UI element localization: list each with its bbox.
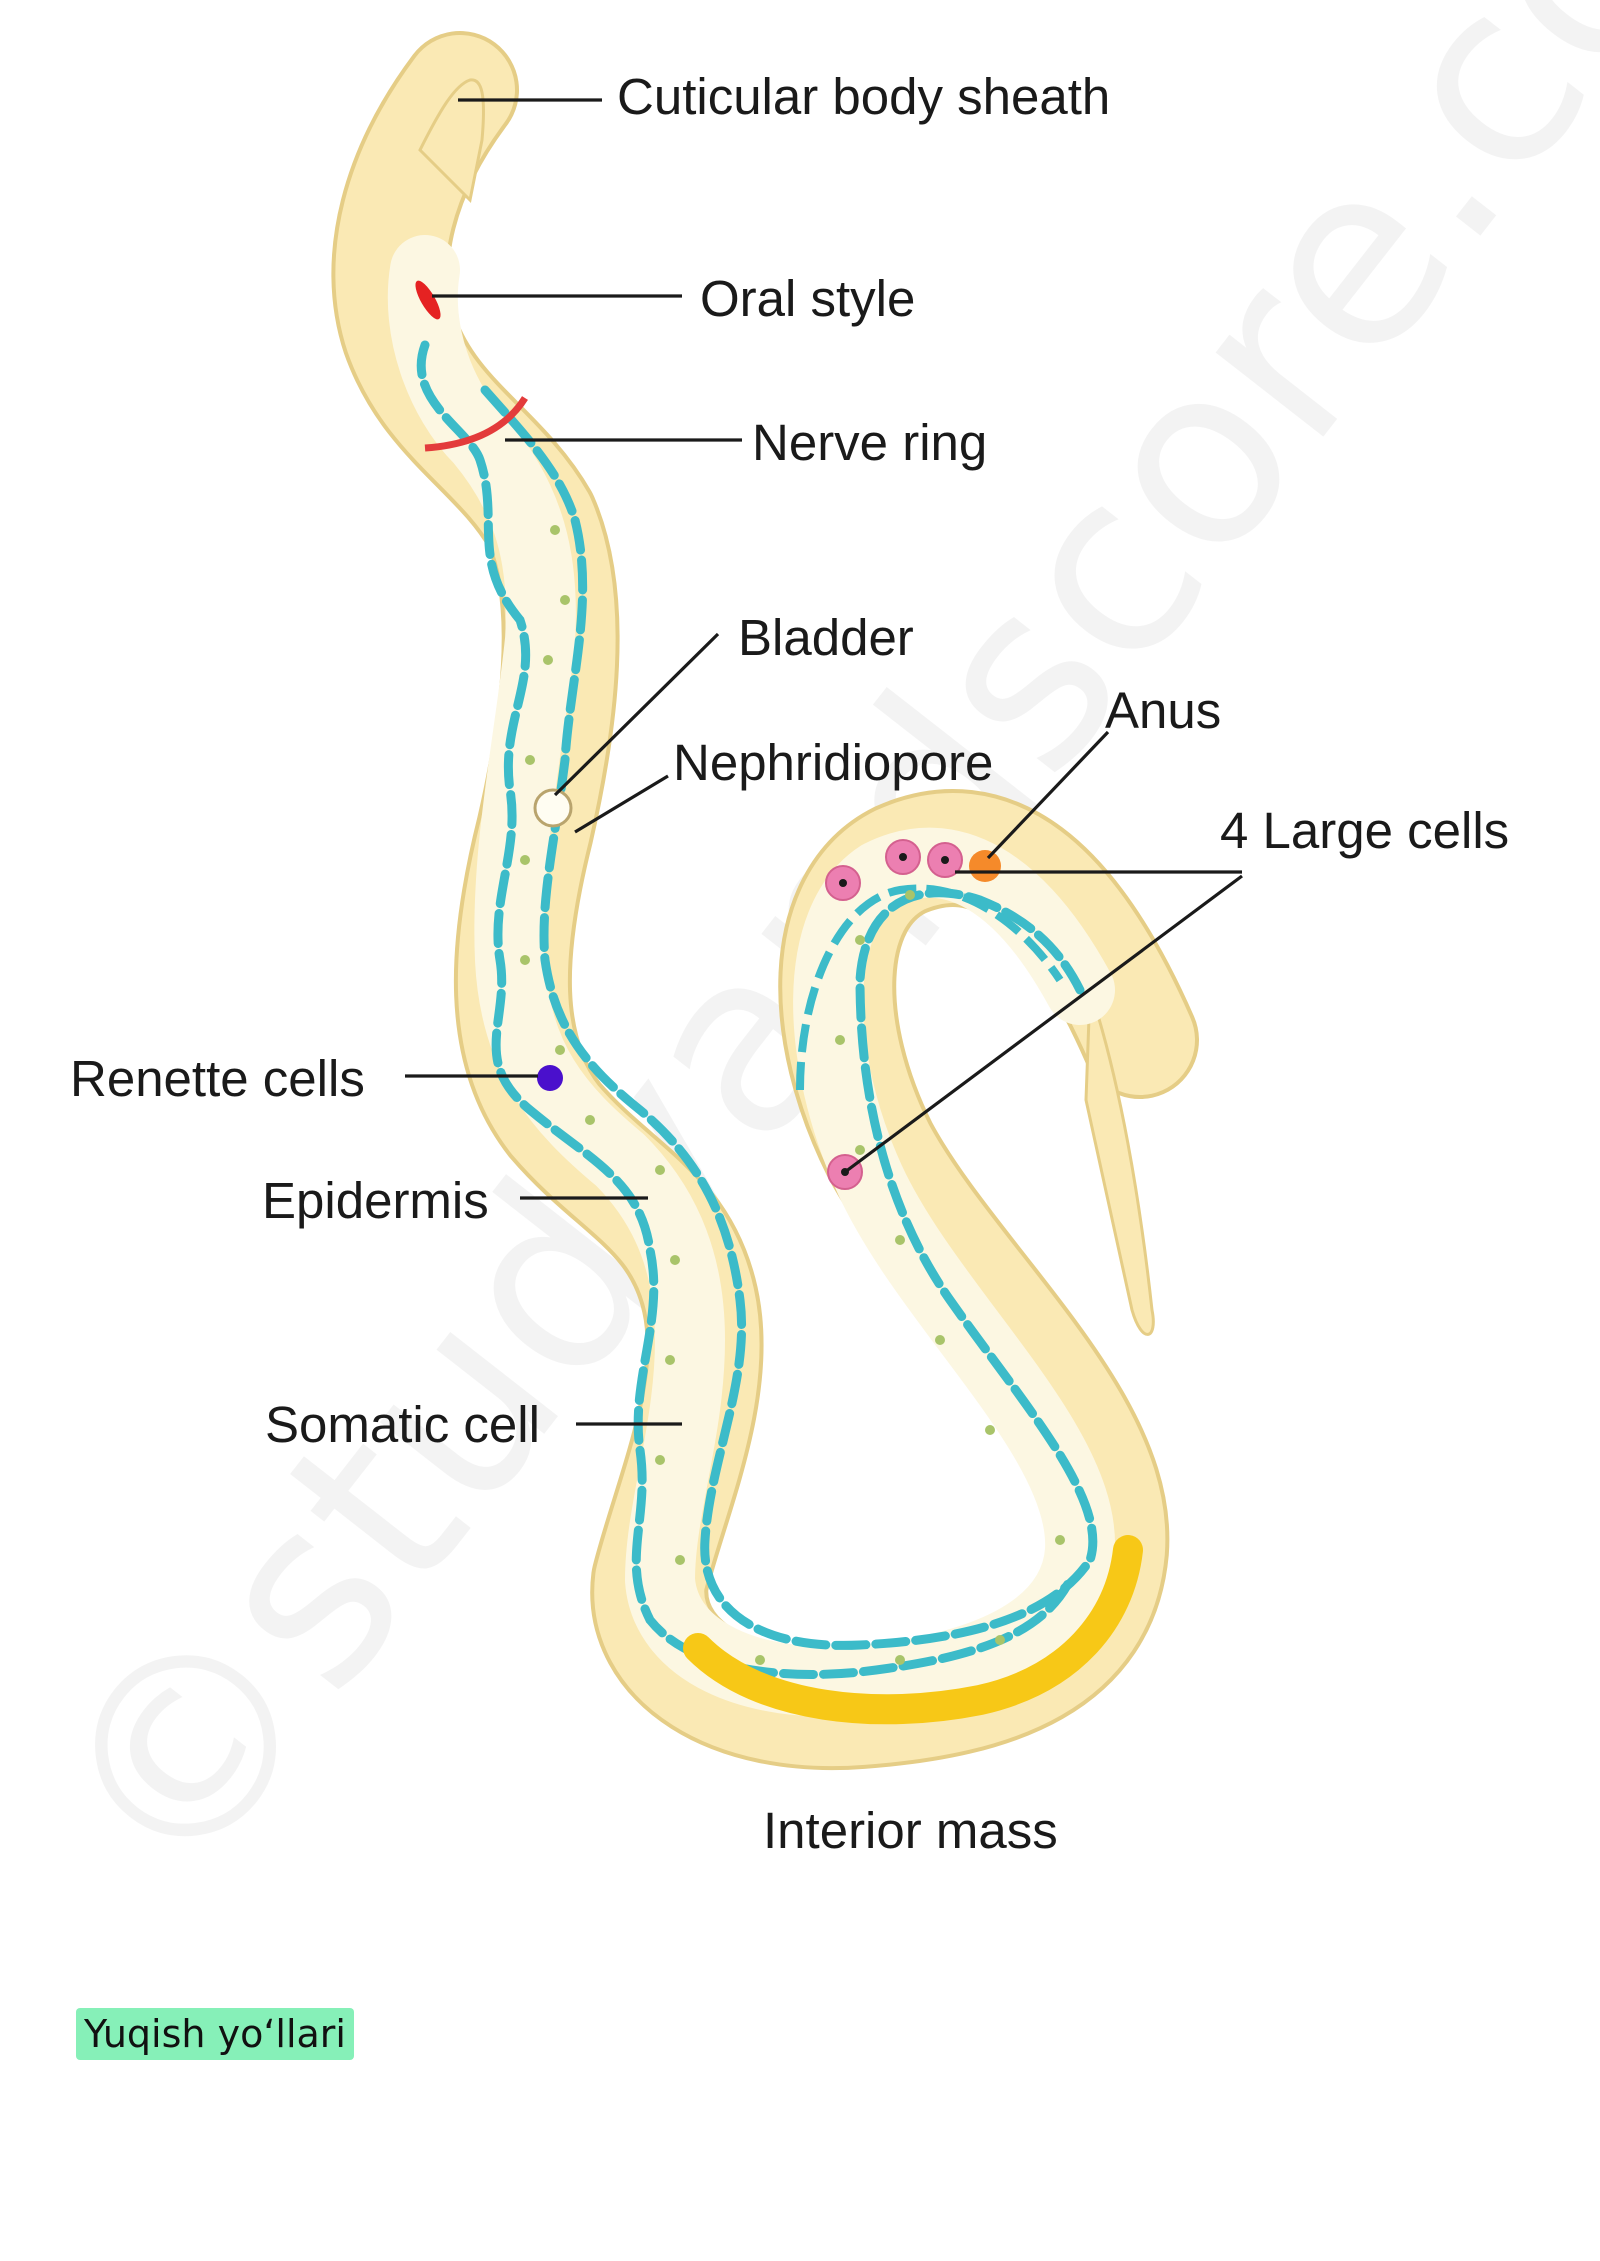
label-interior-mass: Interior mass xyxy=(763,1802,1058,1859)
caption-badge: Yuqish yo‘llari xyxy=(76,2008,354,2060)
label-renette-cells: Renette cells xyxy=(70,1050,365,1107)
anus xyxy=(969,850,1001,882)
worm-tail-tip xyxy=(1084,989,1155,1336)
label-cuticular-body-sheath: Cuticular body sheath xyxy=(617,68,1110,125)
interior-mass xyxy=(683,1535,1143,1725)
label-bladder: Bladder xyxy=(738,609,914,666)
label-somatic-cell: Somatic cell xyxy=(265,1396,540,1453)
worm-interior-cavity xyxy=(387,235,1116,1717)
label-nephridiopore: Nephridiopore xyxy=(673,734,993,791)
large-cells xyxy=(825,839,963,1190)
label-anus: Anus xyxy=(1105,682,1221,739)
label-epidermis: Epidermis xyxy=(262,1172,489,1229)
oral-style xyxy=(415,280,441,320)
label-large-cells: 4 Large cells xyxy=(1220,802,1509,859)
nerve-ring xyxy=(424,396,528,452)
somatic-strand-inner xyxy=(796,884,1064,1091)
renette-cell xyxy=(537,1065,563,1091)
label-oral-style: Oral style xyxy=(700,270,915,327)
bladder xyxy=(533,788,573,828)
label-nerve-ring: Nerve ring xyxy=(752,414,987,471)
worm-head-tip xyxy=(418,78,485,204)
leader-lines xyxy=(405,98,1243,1426)
somatic-strand-right xyxy=(480,385,1098,1650)
granules xyxy=(520,525,1065,1665)
